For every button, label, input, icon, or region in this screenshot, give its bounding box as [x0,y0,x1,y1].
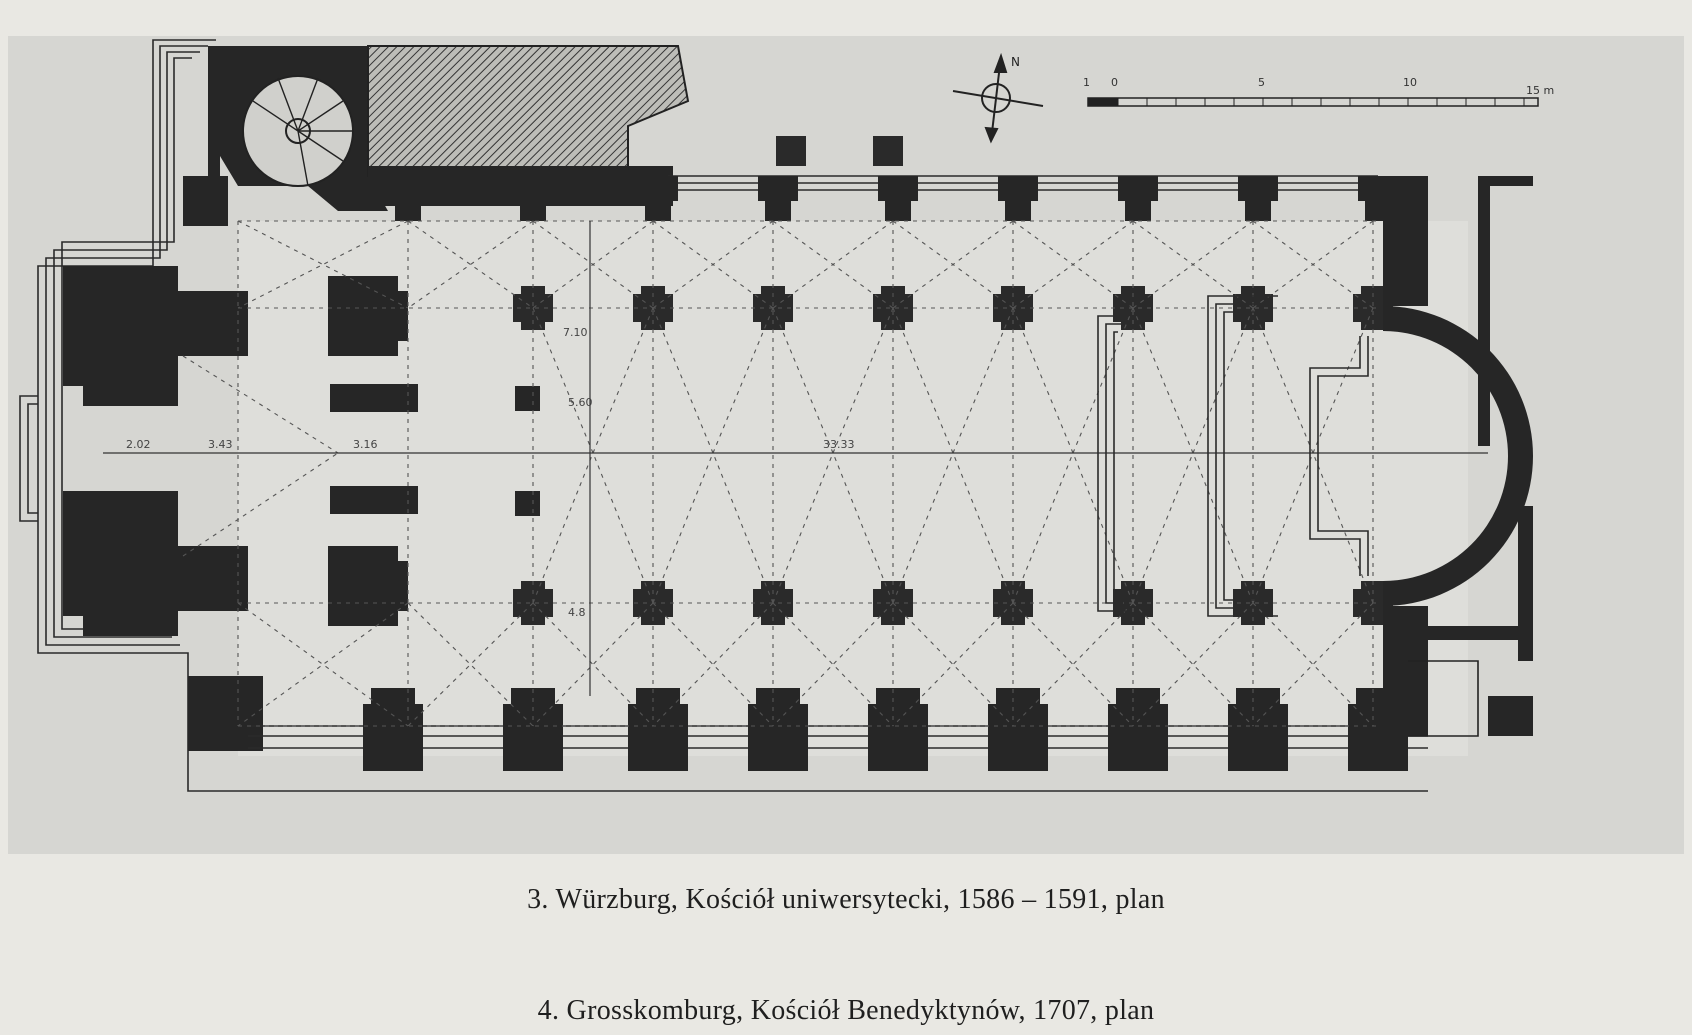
north-buttress [758,176,798,221]
scale-tick-label: 15 m [1526,84,1554,97]
choir-screens [1097,295,1369,617]
vault-rib [772,602,894,727]
north-label: N [1011,55,1020,69]
west-towers [63,46,263,751]
dimension-label: 4.8 [568,606,586,619]
north-buttress [1118,176,1158,221]
north-buttress [388,176,428,221]
scale-tick-label: 1 [1083,76,1090,89]
vault-rib [652,602,774,727]
stair-tower [220,46,388,211]
south-buttress [988,688,1048,771]
north-buttress [878,176,918,221]
vault-rib [182,452,339,557]
vault-lines [182,220,1378,727]
vault-rib [407,220,534,309]
vault-rib [407,220,534,309]
vault-rib [652,220,774,309]
dimension-label: 7.10 [563,326,588,339]
vault-rib [182,355,339,454]
south-buttress [628,688,688,771]
apse [1383,176,1533,737]
vault-rib [1132,602,1254,727]
vault-rib [1252,220,1374,309]
vault-rib [892,602,1014,727]
figure-caption: 4. Grosskomburg, Kościół Benedyktynów, 1… [537,995,1155,1026]
sacristy-hatched [367,45,690,177]
vault-rib [237,602,409,727]
vault-rib [1132,602,1254,727]
vault-rib [892,602,1014,727]
dimension-label: 2.02 [126,438,151,451]
north-arrow: N [952,52,1044,144]
vault-rib [532,602,654,727]
north-buttress [513,176,553,221]
vault-rib [1012,220,1134,309]
vault-rib [652,602,774,727]
west-steps [19,39,1428,792]
west-entrance-blocks [328,276,540,626]
scale-bar: 1 0 5 10 15 m [1083,76,1554,107]
south-buttress [1108,688,1168,771]
dimension-label: 3.43 [208,438,233,451]
church-plan-svg: 2.02 3.43 3.16 33.33 7.10 5.60 4.8 N 1 0… [19,39,1554,792]
north-buttresses [388,176,1398,221]
north-buttress [638,176,678,221]
vault-rib [892,220,1014,309]
scale-tick-label: 5 [1258,76,1265,89]
north-buttress [1238,176,1278,221]
dimension-label: 3.16 [353,438,378,451]
figure-caption: 3. Würzburg, Kościół uniwersytecki, 1586… [527,884,1165,915]
vault-rib [1012,602,1134,727]
south-buttress [748,688,808,771]
scale-tick-label: 0 [1111,76,1118,89]
south-buttress [503,688,563,771]
vault-rib [407,602,534,727]
north-buttress [998,176,1038,221]
vault-rib [237,602,409,727]
vault-rib [407,602,534,727]
south-buttress [1228,688,1288,771]
vault-rib [1132,220,1254,309]
north-buttress-caps [776,136,903,166]
dimension-labels: 2.02 3.43 3.16 33.33 7.10 5.60 4.8 [126,326,855,619]
vault-rib [1252,602,1374,727]
south-buttress [868,688,928,771]
vault-rib [532,602,654,727]
dimension-label: 33.33 [823,438,855,451]
vault-rib [1012,602,1134,727]
south-buttresses [363,688,1408,771]
dimension-label: 5.60 [568,396,593,409]
vault-rib [772,220,894,309]
scale-tick-label: 10 [1403,76,1417,89]
plan-drawing: 2.02 3.43 3.16 33.33 7.10 5.60 4.8 N 1 0… [8,36,1684,854]
vault-rib [772,602,894,727]
nave-floor [238,221,1468,756]
vault-rib [1252,602,1374,727]
vault-rib [532,220,654,309]
